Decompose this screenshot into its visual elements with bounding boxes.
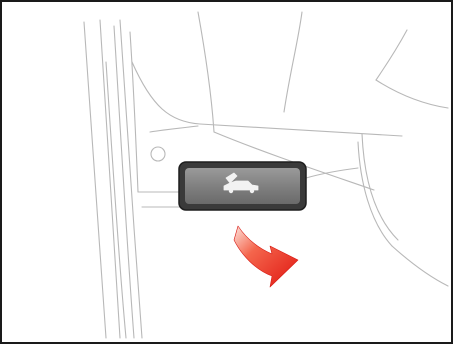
hood-release-illustration — [83, 11, 449, 339]
car-hood-open-icon — [223, 172, 259, 194]
vehicle-interior-line-art — [83, 11, 449, 339]
pull-direction-arrow-icon — [233, 225, 299, 288]
hood-release-button — [178, 161, 307, 211]
